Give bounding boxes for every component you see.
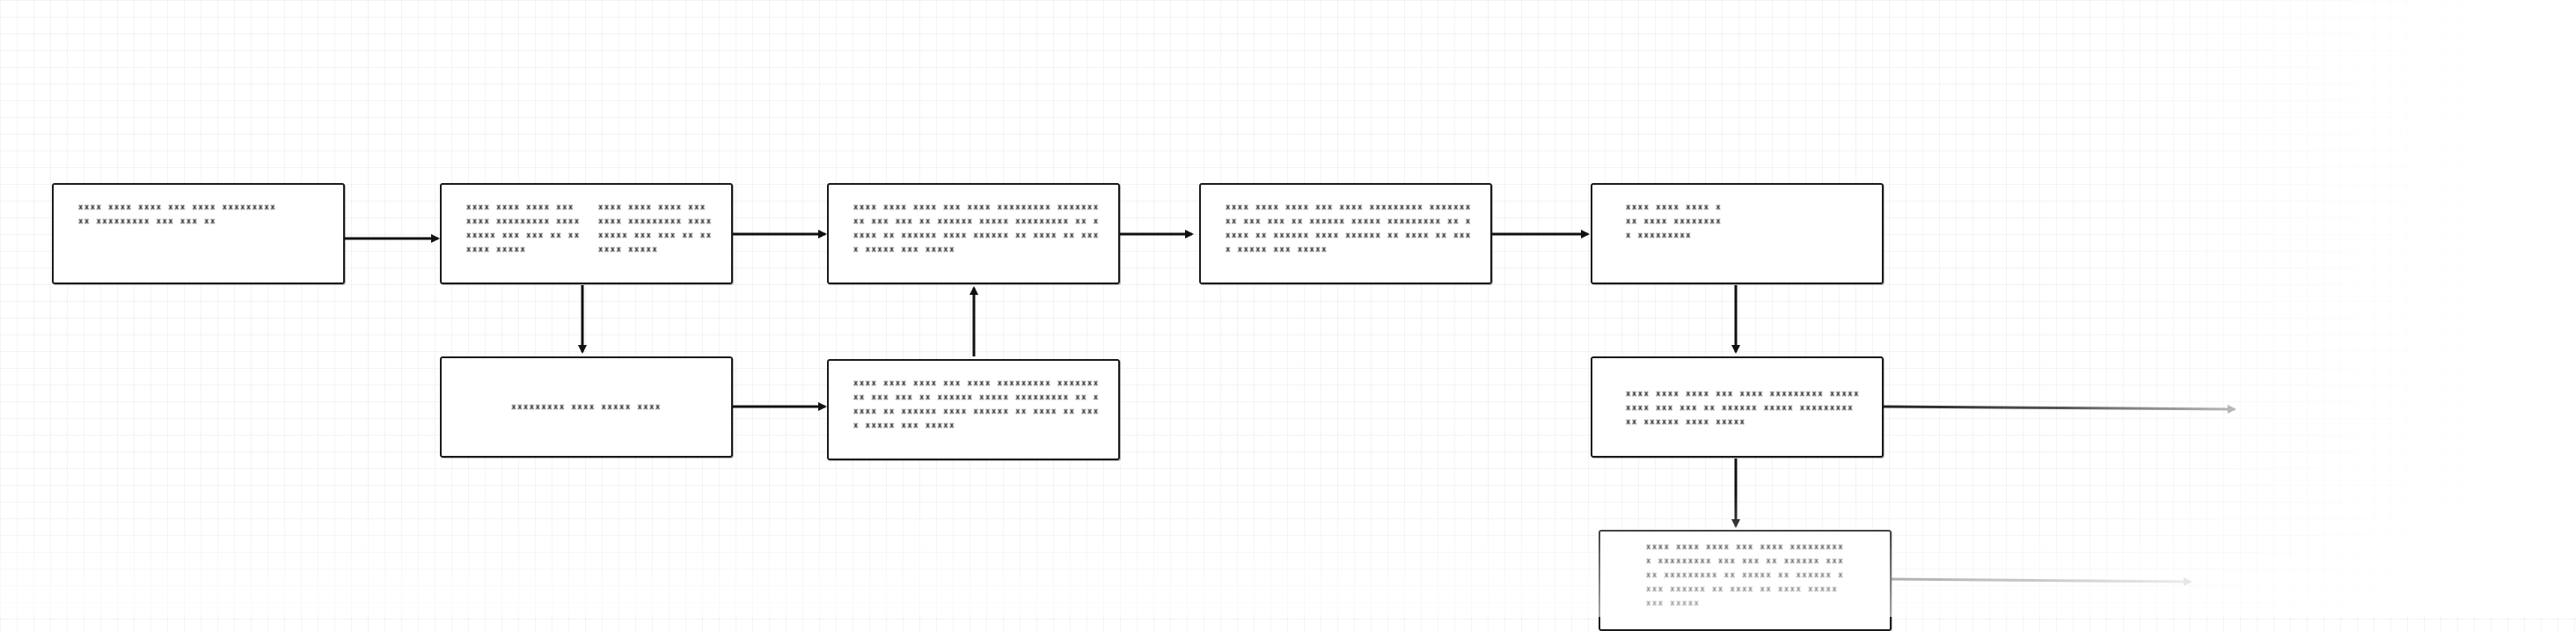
process-box-7[interactable]: xxxx xxxx xxxx xxx xxxx xxxxxxxxx xxxxxx… [827,359,1120,460]
process-box-2-text-right: xxxx xxxx xxxx xxx xxxx xxxxxxxxx xxxxxx… [598,203,713,254]
process-box-5-text: xxxx xxxx xxxx xxx xxxx xxxxxxxxx xxxxxx… [1626,203,1723,240]
arrow-n9-outgoing [1889,576,2192,586]
process-box-5[interactable]: xxxx xxxx xxxx xxx xxxx xxxxxxxxx xxxxxx… [1591,183,1884,284]
process-box-3[interactable]: xxxx xxxx xxxx xxx xxxx xxxxxxxxx xxxxxx… [827,183,1120,284]
process-box-2-text-left: xxxx xxxx xxxx xxx xxxx xxxxxxxxx xxxxxx… [466,203,581,254]
arrow-n8-outgoing [1882,404,2236,414]
process-box-3-text: xxxx xxxx xxxx xxx xxxx xxxxxxxxx xxxxxx… [853,203,1100,254]
process-box-1[interactable]: xxxx xxxx xxxx xxx xxxx xxxxxxxxxxx xxxx… [52,183,345,284]
process-box-1-text: xxxx xxxx xxxx xxx xxxx xxxxxxxxxxx xxxx… [78,203,277,226]
process-box-6-text: xxxxxxxxx xxxx xxxxx xxxx [511,403,662,412]
process-box-7-text: xxxx xxxx xxxx xxx xxxx xxxxxxxxx xxxxxx… [853,379,1100,430]
process-box-6[interactable]: xxxxxxxxx xxxx xxxxx xxxx [440,356,733,458]
process-box-9-text: xxxx xxxx xxxx xxx xxxx xxxxxxxxxx xxxxx… [1646,543,1845,608]
process-box-2[interactable]: xxxx xxxx xxxx xxx xxxx xxxxxxxxx xxxxxx… [440,183,733,284]
process-box-8-text: xxxx xxxx xxxx xxx xxxx xxxxxxxxx xxxxxx… [1626,390,1860,427]
process-box-4-text: xxxx xxxx xxxx xxx xxxx xxxxxxxxx xxxxxx… [1226,203,1472,254]
process-box-9[interactable]: xxxx xxxx xxxx xxx xxxx xxxxxxxxxx xxxxx… [1599,530,1892,631]
process-box-4[interactable]: xxxx xxxx xxxx xxx xxxx xxxxxxxxx xxxxxx… [1199,183,1492,284]
process-box-8[interactable]: xxxx xxxx xxxx xxx xxxx xxxxxxxxx xxxxxx… [1591,356,1884,458]
connectors-layer [345,230,2236,586]
